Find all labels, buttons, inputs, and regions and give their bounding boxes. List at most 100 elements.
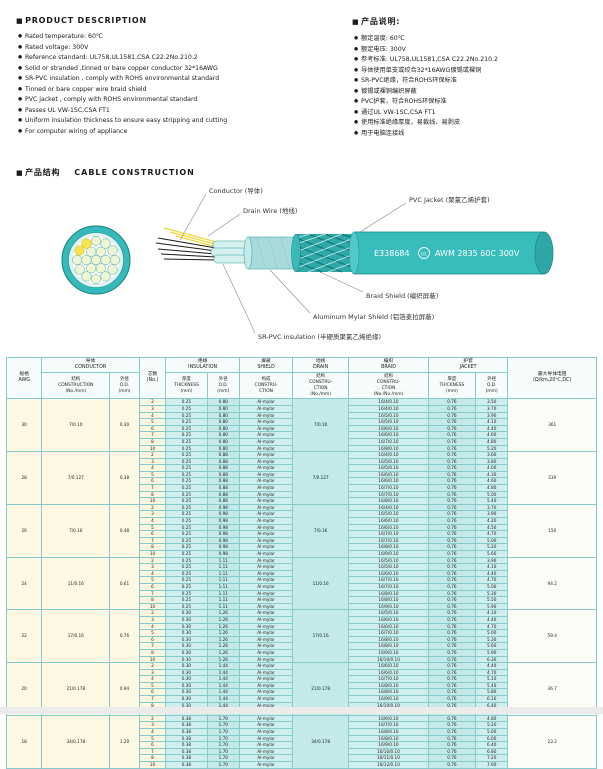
table-cell: 0.98 [206,523,241,532]
table-cell: 7 [138,695,167,703]
table-cell: 1.11 [206,596,241,604]
table-cell: 26 [5,503,43,558]
table-cell: 8 [138,754,167,762]
table-cell: 1.11 [206,556,241,565]
table-cell: 0.76 [427,424,476,433]
table-cell: 0.76 [427,688,476,697]
col-header-shield: 屏蔽 SHIELD [239,356,294,374]
bullet-item: PVC jacket , comply with ROHS environmen… [18,95,346,106]
table-cell: 16/6/0.10 [348,662,429,670]
table-cell: 8 [138,596,167,604]
table-cell: Al-mylar [239,418,294,426]
table-cell: 16/7/0.10 [348,530,429,538]
table-cell: 1.26 [206,655,241,664]
table-cell: 16/6/0.10 [348,714,429,723]
table-cell: 16/7/0.10 [348,576,429,584]
table-cell: 0.88 [206,457,241,466]
table-cell: 5.20 [474,444,509,453]
table-cell: 16/9/0.10 [348,602,429,611]
table-cell: 4.70 [474,576,509,584]
table-cell: 3.50 [474,398,509,406]
col-header-jacket: 护套 JACKET [427,356,509,374]
table-cell: 16/6/0.10 [348,424,429,433]
table-cell: 16/4/0.10 [348,503,429,512]
table-cell: 0.80 [206,424,241,433]
table-cell: 0.80 [206,444,241,453]
table-cell: 0.88 [206,470,241,479]
table-cell: 3 [138,668,167,677]
table-cell: 0.80 [206,398,241,406]
table-cell: 10 [138,550,167,558]
table-cell: Al-mylar [239,642,294,650]
table-cell: 0.38 [165,761,208,769]
table-cell: 0.25 [165,464,208,472]
table-cell: 16/6/0.10 [348,569,429,578]
table-cell: 1.11 [206,589,241,598]
table-cell: 16/10/0.10 [348,655,429,664]
table-cell: 4.10 [474,563,509,571]
table-cell: 0.76 [427,477,476,486]
table-cell: 0.76 [427,582,476,591]
table-cell: 16/5/0.10 [348,609,429,617]
jacket-print-ul-number: E338684 [374,249,410,258]
bullet-item: Solid or stranded ,tinned or bare copper… [18,64,346,75]
table-cell: 2 [138,503,167,512]
table-cell: 0.38 [165,714,208,723]
table-cell: 0.76 [427,602,476,611]
table-cell: 4.00 [474,464,509,472]
table-cell: 4.70 [474,530,509,538]
table-cell: 0.76 [427,543,476,551]
table-cell: Al-mylar [239,714,294,723]
table-cell: 4 [138,622,167,631]
table-cell: 0.88 [206,484,241,492]
table-cell: 0.30 [165,668,208,677]
table-cell: 16/4/0.10 [348,404,429,413]
table-cell: Al-mylar [239,556,294,565]
table-cell: 0.25 [165,576,208,584]
bullet-item: 额定电压: 300V [354,45,597,56]
table-cell: Al-mylar [239,569,294,578]
page-bottom-strip [0,707,603,714]
table-cell: 23.2 [507,714,597,769]
table-cell: 3 [138,563,167,571]
table-cell: 8 [138,490,167,499]
table-cell: 0.76 [427,398,476,406]
table-cell: 7/0.10 [292,398,350,453]
table-cell: Al-mylar [239,536,294,545]
table-cell: 1.20 [109,714,140,769]
table-cell: 1.44 [206,681,241,690]
table-cell: 0.76 [427,464,476,472]
table-cell: 0.30 [165,635,208,644]
table-cell: 16/4/0.10 [348,398,429,406]
table-cell: 0.76 [427,411,476,420]
leader-lines [179,193,407,334]
table-cell: 16/7/0.10 [348,629,429,637]
table-cell: 7 [138,747,167,756]
table-cell: 1.44 [206,695,241,703]
table-cell: 0.76 [427,761,476,769]
product-description-list: Rated temperature: 60℃Rated voltage: 300… [18,32,346,137]
table-cell: 4.80 [474,484,509,492]
table-cell: 5.80 [474,688,509,697]
table-cell: 10 [138,602,167,611]
table-cell: 5.10 [474,675,509,683]
table-cell: 5.00 [474,490,509,499]
product-description-title: PRODUCT DESCRIPTION [16,16,346,25]
mylar-shield-label: Aluminum Mylar Shield (铝箔麦拉屏蔽) [313,312,434,321]
table-cell: 0.25 [165,431,208,439]
table-cell: 8 [138,437,167,446]
table-cell: 0.76 [427,635,476,644]
table-cell: 0.98 [206,543,241,551]
table-cell: 5 [138,576,167,584]
table-cell: 16/8/0.10 [348,596,429,604]
table-cell: Al-mylar [239,655,294,664]
table-cell: 0.80 [206,431,241,439]
col-header-insulation-thickness: 厚度 THICKNESS (mm) [165,372,208,400]
